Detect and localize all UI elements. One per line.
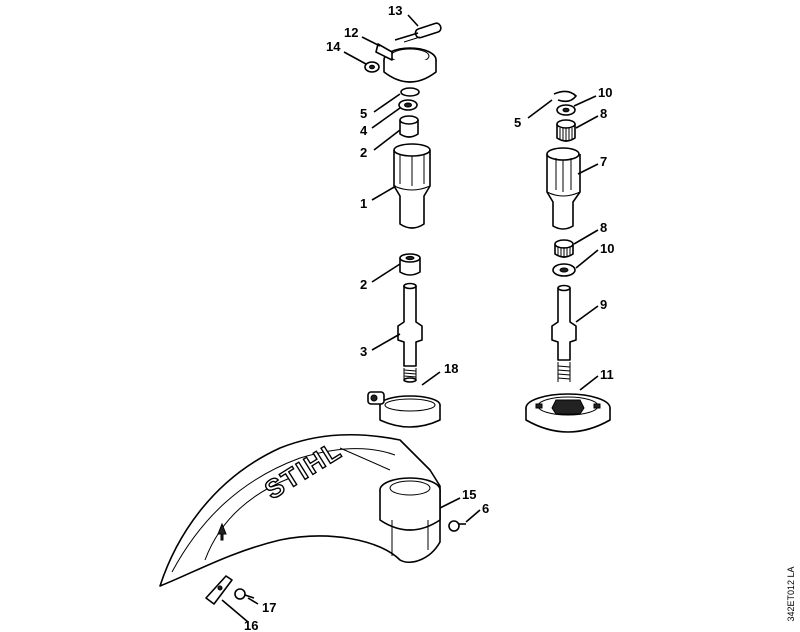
part-washer-4 [398,99,418,111]
part-needle-bearing-8-lower [554,239,574,258]
part-shaft-9 [551,284,577,382]
callout-15: 15 [462,487,476,502]
part-screw-6 [448,520,466,532]
part-sleeve-7 [546,147,581,230]
callout-4: 4 [360,123,368,138]
part-thrust-plate-11 [525,393,611,433]
part-screw-17 [234,588,255,600]
leader-lines [221,14,599,623]
callout-2: 2 [360,145,367,160]
callout-17: 17 [262,600,276,615]
drawing-code-text: 342ET012 LA [786,566,796,622]
callout-numbers: 13 12 14 5 4 2 1 2 3 18 10 5 8 7 8 10 9 … [244,3,614,632]
callout-14: 14 [326,39,341,54]
callout-9: 9 [600,297,607,312]
callout-13: 13 [388,3,402,18]
drawing-code-label: 342ET012 LA [784,560,798,628]
part-circlip-5-right [553,90,578,103]
callout-10: 10 [598,85,612,100]
callout-11: 11 [600,367,614,382]
callout-7: 7 [600,154,607,169]
part-washer-10-upper [556,104,576,116]
callout-2-lower: 2 [360,277,367,292]
part-washer-10-lower [552,263,576,277]
callout-16: 16 [244,618,258,632]
part-clamp-12 [375,43,437,83]
callout-18: 18 [444,361,458,376]
callout-5: 5 [360,106,367,121]
part-needle-bearing-8-upper [556,119,576,142]
part-shaft-3 [397,282,423,383]
part-hose-clamp-18 [367,391,441,428]
callout-6: 6 [482,501,489,516]
callout-1: 1 [360,196,367,211]
callout-5-right: 5 [514,115,521,130]
part-nut-14 [364,61,380,73]
callout-8: 8 [600,106,607,121]
part-bushing-2-lower [399,253,421,276]
part-circlip-5-left [400,87,420,97]
part-deflector-guard: STIHL [159,434,441,587]
callout-10-lower: 10 [600,241,614,256]
part-sleeve-1 [393,143,431,229]
part-screw-13 [394,22,442,43]
part-bushing-2-upper [399,115,419,138]
callout-8-lower: 8 [600,220,607,235]
part-plate-16 [205,575,233,605]
callout-12: 12 [344,25,358,40]
callout-3: 3 [360,344,367,359]
